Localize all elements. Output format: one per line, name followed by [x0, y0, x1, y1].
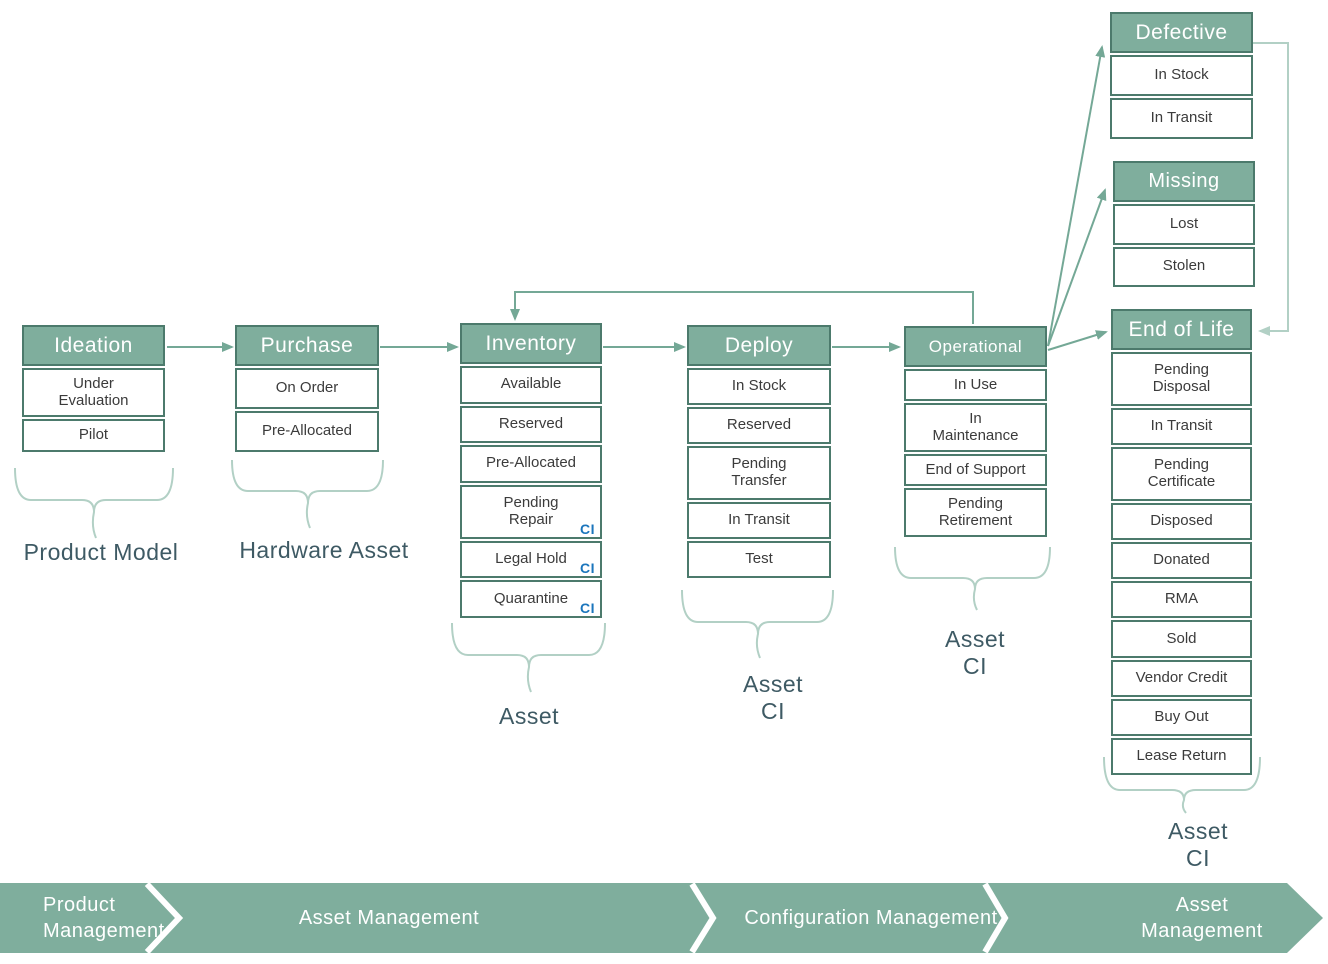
arrow-operational-to-end-of-life [1047, 330, 1108, 351]
banner-label-asset-management: Asset Management [298, 907, 480, 929]
ci-badge: CI [580, 599, 595, 616]
banner-chevron-2 [689, 882, 717, 954]
lifecycle-box-inventory: Inventory Available Reserved Pre-Allocat… [460, 323, 602, 618]
cell-inventory-legal-hold: Legal Hold CI [460, 540, 602, 579]
brace-inventory-asset [451, 622, 606, 693]
lifecycle-box-end-of-life: End of Life Pending Disposal In Transit … [1111, 309, 1252, 775]
cell-inventory-pending-repair: Pending Repair CI [460, 484, 602, 539]
cell-eol-pending-disposal: Pending Disposal [1111, 352, 1252, 406]
cell-eol-lease-return: Lease Return [1111, 737, 1252, 775]
cell-defective-in-stock: In Stock [1110, 55, 1253, 96]
caption-hardware-asset: Hardware Asset [239, 537, 409, 563]
cell-deploy-in-transit: In Transit [687, 501, 831, 539]
cell-operational-in-maintenance: In Maintenance [904, 403, 1047, 453]
cell-eol-disposed: Disposed [1111, 503, 1252, 541]
cell-missing-stolen: Stolen [1113, 246, 1255, 287]
box-header-missing: Missing [1113, 161, 1255, 202]
box-header-defective: Defective [1110, 12, 1253, 53]
cell-eol-donated: Donated [1111, 542, 1252, 580]
brace-deploy-asset-ci [681, 589, 834, 659]
lifecycle-box-purchase: Purchase On Order Pre-Allocated [235, 325, 379, 452]
caption-deploy-asset-ci: Asset CI [742, 671, 804, 724]
cell-ideation-under-evaluation: Under Evaluation [22, 368, 165, 418]
cell-eol-in-transit: In Transit [1111, 407, 1252, 446]
cell-eol-buy-out: Buy Out [1111, 698, 1252, 736]
arrow-operational-to-missing [1047, 188, 1107, 347]
lifecycle-box-missing: Missing Lost Stolen [1113, 161, 1255, 287]
cell-inventory-available: Available [460, 366, 602, 404]
cell-deploy-pending-transfer: Pending Transfer [687, 446, 831, 500]
brace-hardware-asset [231, 459, 384, 529]
state-cell-label: Quarantine [493, 589, 569, 607]
cell-defective-in-transit: In Transit [1110, 98, 1253, 139]
banner-chevron-3 [982, 882, 1009, 954]
cell-operational-in-use: In Use [904, 369, 1047, 402]
cell-missing-lost: Lost [1113, 204, 1255, 245]
lifecycle-box-operational: Operational In Use In Maintenance End of… [904, 326, 1047, 538]
box-header-deploy: Deploy [687, 325, 831, 366]
cell-purchase-on-order: On Order [235, 368, 379, 409]
box-header-ideation: Ideation [22, 325, 165, 366]
cell-deploy-test: Test [687, 540, 831, 579]
ci-badge: CI [580, 520, 595, 537]
banner-chevron-1 [144, 881, 184, 955]
caption-end-of-life-asset-ci: Asset CI [1167, 818, 1229, 871]
cell-inventory-pre-allocated: Pre-Allocated [460, 445, 602, 483]
cell-operational-end-of-support: End of Support [904, 454, 1047, 487]
cell-eol-sold: Sold [1111, 620, 1252, 658]
box-header-purchase: Purchase [235, 325, 379, 366]
caption-inventory-asset: Asset [498, 703, 560, 729]
brace-product-model [14, 467, 174, 539]
box-header-end-of-life: End of Life [1111, 309, 1252, 350]
lifecycle-box-defective: Defective In Stock In Transit [1110, 12, 1253, 139]
cell-eol-pending-certificate: Pending Certificate [1111, 447, 1252, 502]
cell-purchase-pre-allocated: Pre-Allocated [235, 411, 379, 452]
lifecycle-box-ideation: Ideation Under Evaluation Pilot [22, 325, 165, 453]
brace-end-of-life-asset-ci [1103, 756, 1261, 814]
cell-deploy-reserved: Reserved [687, 407, 831, 445]
banner-label-configuration-management: Configuration Management [744, 907, 998, 929]
caption-operational-asset-ci: Asset CI [944, 626, 1006, 679]
cell-deploy-in-stock: In Stock [687, 368, 831, 406]
ci-badge: CI [580, 560, 595, 577]
cell-inventory-quarantine: Quarantine CI [460, 580, 602, 618]
cell-ideation-pilot: Pilot [22, 419, 165, 453]
caption-product-model: Product Model [23, 539, 179, 565]
state-cell-label: Legal Hold [495, 550, 567, 568]
cell-eol-rma: RMA [1111, 581, 1252, 619]
brace-operational-asset-ci [894, 546, 1051, 611]
arrow-defective-to-end-of-life [1253, 42, 1289, 336]
cell-inventory-reserved: Reserved [460, 405, 602, 444]
banner-label-product-management: Product Management [43, 894, 165, 942]
arrow-operational-to-defective [1047, 45, 1106, 347]
state-cell-label: Pending Repair [503, 493, 559, 528]
box-header-inventory: Inventory [460, 323, 602, 364]
banner-label-asset-management-2: Asset Management [1141, 894, 1263, 942]
cell-operational-pending-retirement: Pending Retirement [904, 488, 1047, 538]
box-header-operational: Operational [904, 326, 1047, 367]
cell-eol-vendor-credit: Vendor Credit [1111, 659, 1252, 697]
arrow-operational-to-inventory-feedback [510, 291, 974, 324]
lifecycle-box-deploy: Deploy In Stock Reserved Pending Transfe… [687, 325, 831, 579]
